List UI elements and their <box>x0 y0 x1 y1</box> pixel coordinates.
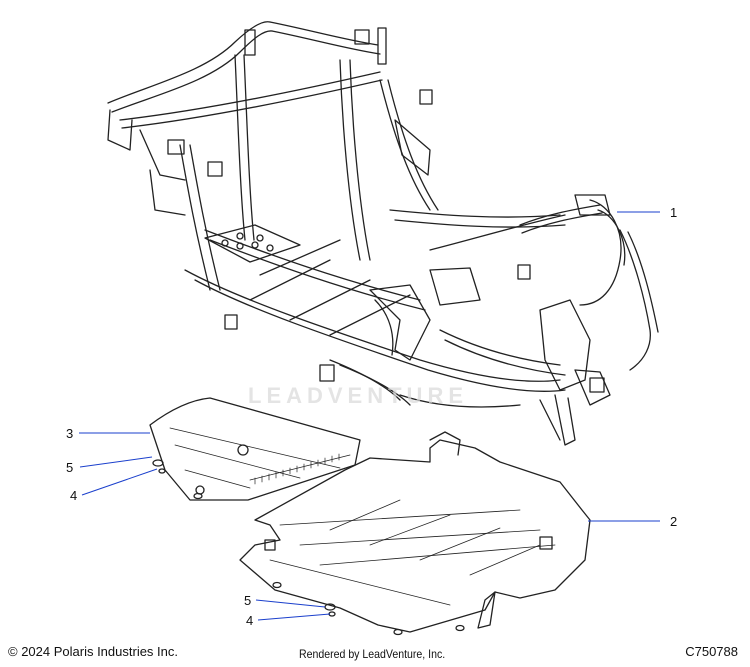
front-skid-plate[interactable] <box>239 431 591 633</box>
callout-3[interactable]: 3 <box>66 426 74 441</box>
callout-4-lower[interactable]: 4 <box>246 613 254 628</box>
callout-4-upper[interactable]: 4 <box>70 488 78 503</box>
callout-5-lower[interactable]: 5 <box>244 593 252 608</box>
copyright-notice: © 2024 Polaris Industries Inc. <box>8 644 178 659</box>
callout-leaders <box>79 211 660 621</box>
callout-2[interactable]: 2 <box>670 514 678 529</box>
leader-4a <box>81 468 158 496</box>
diagram-id: C750788 <box>685 644 738 659</box>
leader-4b <box>257 613 331 621</box>
fastener-hardware <box>152 459 465 636</box>
watermark: LEADVENTURE <box>248 383 469 408</box>
rear-skid-plate[interactable] <box>149 397 361 501</box>
leader-5b <box>255 599 326 608</box>
frame-assembly[interactable] <box>107 21 659 446</box>
callout-5-upper[interactable]: 5 <box>66 460 74 475</box>
rendered-by-credit: Rendered by LeadVenture, Inc. <box>299 647 446 661</box>
callout-1[interactable]: 1 <box>670 205 678 220</box>
leader-5a <box>79 456 153 468</box>
